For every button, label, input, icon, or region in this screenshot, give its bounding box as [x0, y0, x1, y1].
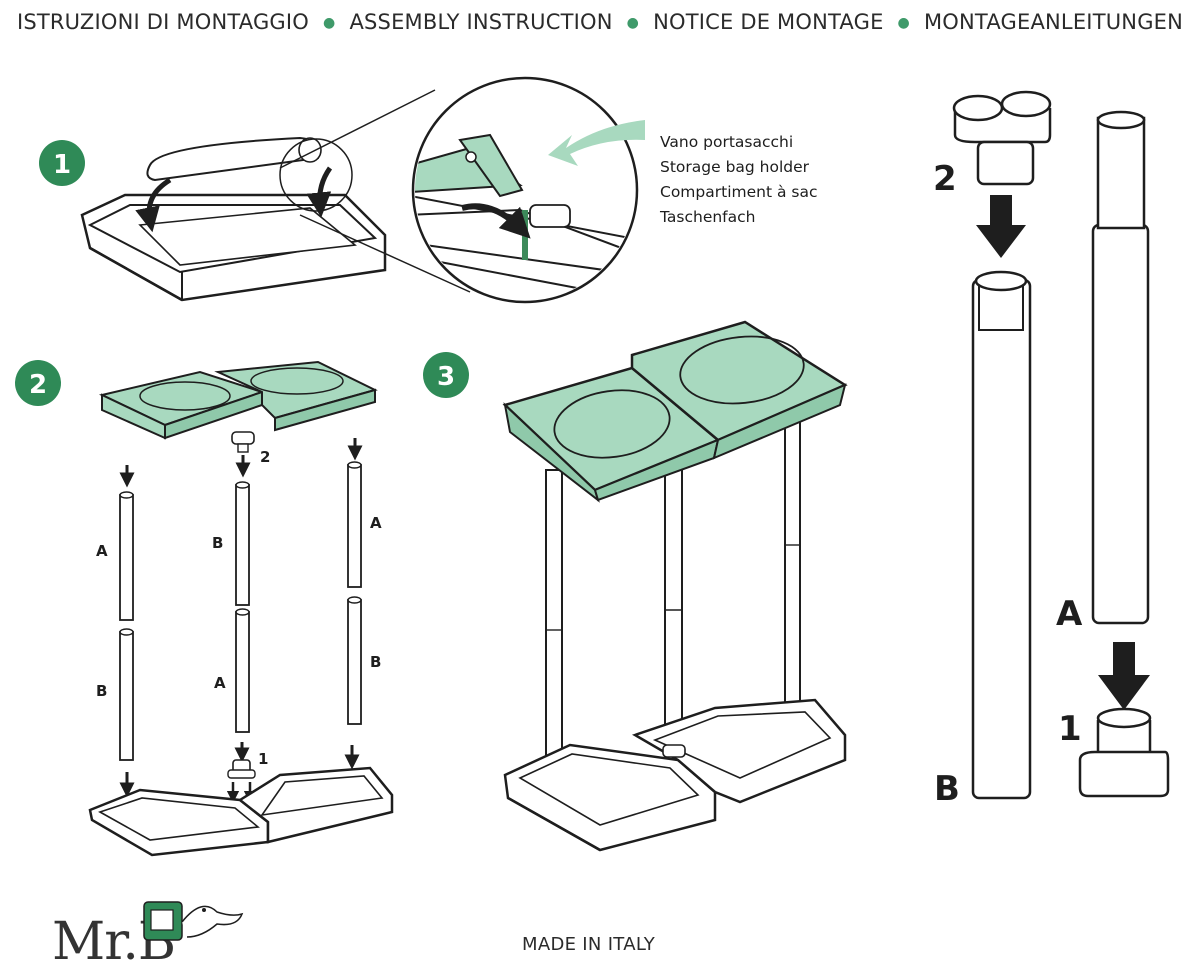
label-b-left: B	[96, 682, 107, 700]
down-arrow-bottom	[1098, 642, 1150, 710]
bottom-connector	[1078, 750, 1170, 798]
instruction-title: ISTRUZIONI DI MONTAGGIO ● ASSEMBLY INSTRUC…	[0, 10, 1200, 34]
storage-bag-holder-legend: Vano portasacchi Storage bag holder Comp…	[660, 130, 817, 230]
detail-label-a: A	[1056, 594, 1083, 634]
legend-line-en: Storage bag holder	[660, 158, 810, 176]
zoom-detail	[411, 76, 645, 304]
label-b-middle: B	[212, 534, 223, 552]
separator-dot: ●	[626, 15, 640, 31]
tube-b-detail	[971, 278, 1032, 800]
brand-logo: Mr.B	[52, 892, 252, 978]
detail-connector-bottom-label: 1	[1058, 709, 1082, 749]
title-fr: NOTICE DE MONTAGE	[653, 10, 884, 34]
title-en: ASSEMBLY INSTRUCTION	[349, 10, 613, 34]
legend-line-fr: Compartiment à sac	[660, 183, 818, 201]
tube-a-right	[347, 464, 362, 588]
step-2-illustration: 2 2 A B B A A B	[15, 360, 394, 857]
tube-a-middle	[235, 611, 250, 733]
legend-line-it: Vano portasacchi	[660, 133, 794, 151]
tube-b-right	[347, 599, 362, 725]
step-1-badge	[39, 140, 85, 186]
step-2-number: 2	[29, 370, 47, 400]
step-1-number: 1	[53, 150, 71, 180]
connector-top-label: 2	[260, 448, 270, 466]
tube-a-detail	[1091, 223, 1150, 625]
step-3-illustration: 3	[423, 320, 848, 852]
title-de: MONTAGEANLEITUNGEN	[923, 10, 1184, 34]
step-3-badge	[423, 352, 469, 398]
label-a-middle: A	[214, 674, 226, 692]
step-1-illustration: 1	[39, 89, 471, 302]
legend-line-de: Taschenfach	[660, 208, 756, 226]
title-it: ISTRUZIONI DI MONTAGGIO	[16, 10, 310, 34]
bag-roll	[146, 136, 320, 182]
label-b-right: B	[370, 653, 381, 671]
post-back-right	[784, 419, 801, 711]
label-a-right: A	[370, 514, 382, 532]
separator-dot: ●	[897, 15, 910, 31]
tube-detail: 2 B A 1	[933, 90, 1170, 809]
detail-label-b: B	[934, 769, 960, 809]
detail-connector-top-label: 2	[933, 159, 957, 199]
label-a-left: A	[96, 542, 108, 560]
green-pointer-arrow	[548, 120, 645, 166]
tube-b-middle	[235, 484, 250, 606]
logo-mascot-icon	[143, 901, 244, 941]
top-connector	[976, 140, 1035, 186]
made-in-label: MADE IN ITALY	[522, 934, 656, 955]
connector-bottom-label: 1	[258, 750, 268, 768]
tube-b-left	[119, 631, 134, 761]
separator-dot: ●	[323, 15, 336, 31]
down-arrow-top	[976, 195, 1026, 258]
step-3-number: 3	[437, 362, 455, 392]
post-front-middle	[664, 469, 683, 761]
tube-a-left	[119, 494, 134, 621]
step-2-badge	[15, 360, 61, 406]
